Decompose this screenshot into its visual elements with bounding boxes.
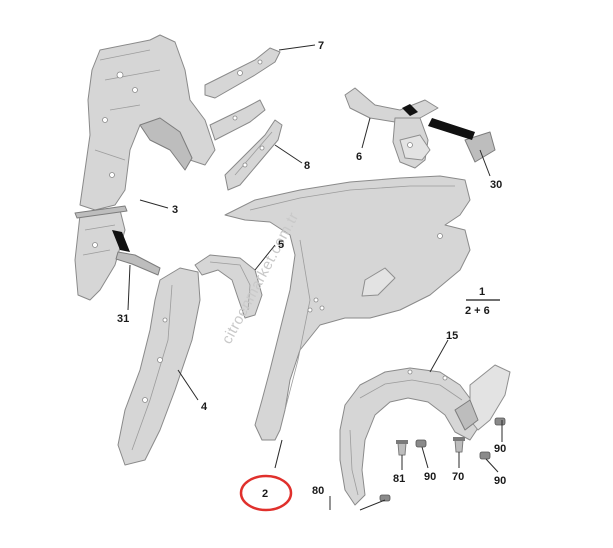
fastener-81 xyxy=(396,440,408,456)
part-middle-bracket xyxy=(209,99,266,141)
label-part-2: 2 xyxy=(262,488,268,500)
part-8-rail xyxy=(224,119,283,191)
label-part-7: 7 xyxy=(318,40,324,52)
highlight-circle xyxy=(239,474,293,512)
label-part-5: 5 xyxy=(278,239,284,251)
part-30-small-bracket xyxy=(428,118,496,163)
fraction-denominator: 2 + 6 xyxy=(465,305,490,317)
part-31-bracket xyxy=(112,230,161,276)
label-part-81: 81 xyxy=(393,473,405,485)
part-3-inner-wheelhouse xyxy=(79,34,216,211)
label-part-30: 30 xyxy=(490,179,502,191)
label-part-90-right: 90 xyxy=(494,475,506,487)
part-4-reinforcement xyxy=(117,267,201,466)
label-part-4: 4 xyxy=(201,401,208,413)
label-part-3: 3 xyxy=(172,204,178,216)
fastener-90-top xyxy=(494,417,506,426)
label-part-8: 8 xyxy=(304,160,310,172)
fastener-70 xyxy=(453,437,465,453)
part-5-arch-bracket xyxy=(194,254,263,319)
label-part-70: 70 xyxy=(452,471,464,483)
fastener-90-left xyxy=(415,439,427,448)
part-7-upper-bracket xyxy=(204,47,281,99)
label-part-6: 6 xyxy=(356,151,362,163)
label-part-90-mid: 90 xyxy=(424,471,436,483)
label-part-31: 31 xyxy=(117,313,129,325)
leader-lines xyxy=(127,44,503,511)
fastener-80 xyxy=(379,494,391,502)
part-6-corner-bracket xyxy=(344,87,439,169)
part-joint-strip xyxy=(74,205,128,219)
part-inner-lower-panel xyxy=(74,209,126,301)
part-15-wheel-arch-liner xyxy=(339,364,511,506)
label-part-80: 80 xyxy=(312,485,324,497)
fastener-90-right xyxy=(479,451,491,460)
label-part-90-top: 90 xyxy=(494,443,506,455)
fraction-numerator: 1 xyxy=(479,286,485,298)
label-part-15: 15 xyxy=(446,330,458,342)
part-2-quarter-panel xyxy=(224,175,471,441)
